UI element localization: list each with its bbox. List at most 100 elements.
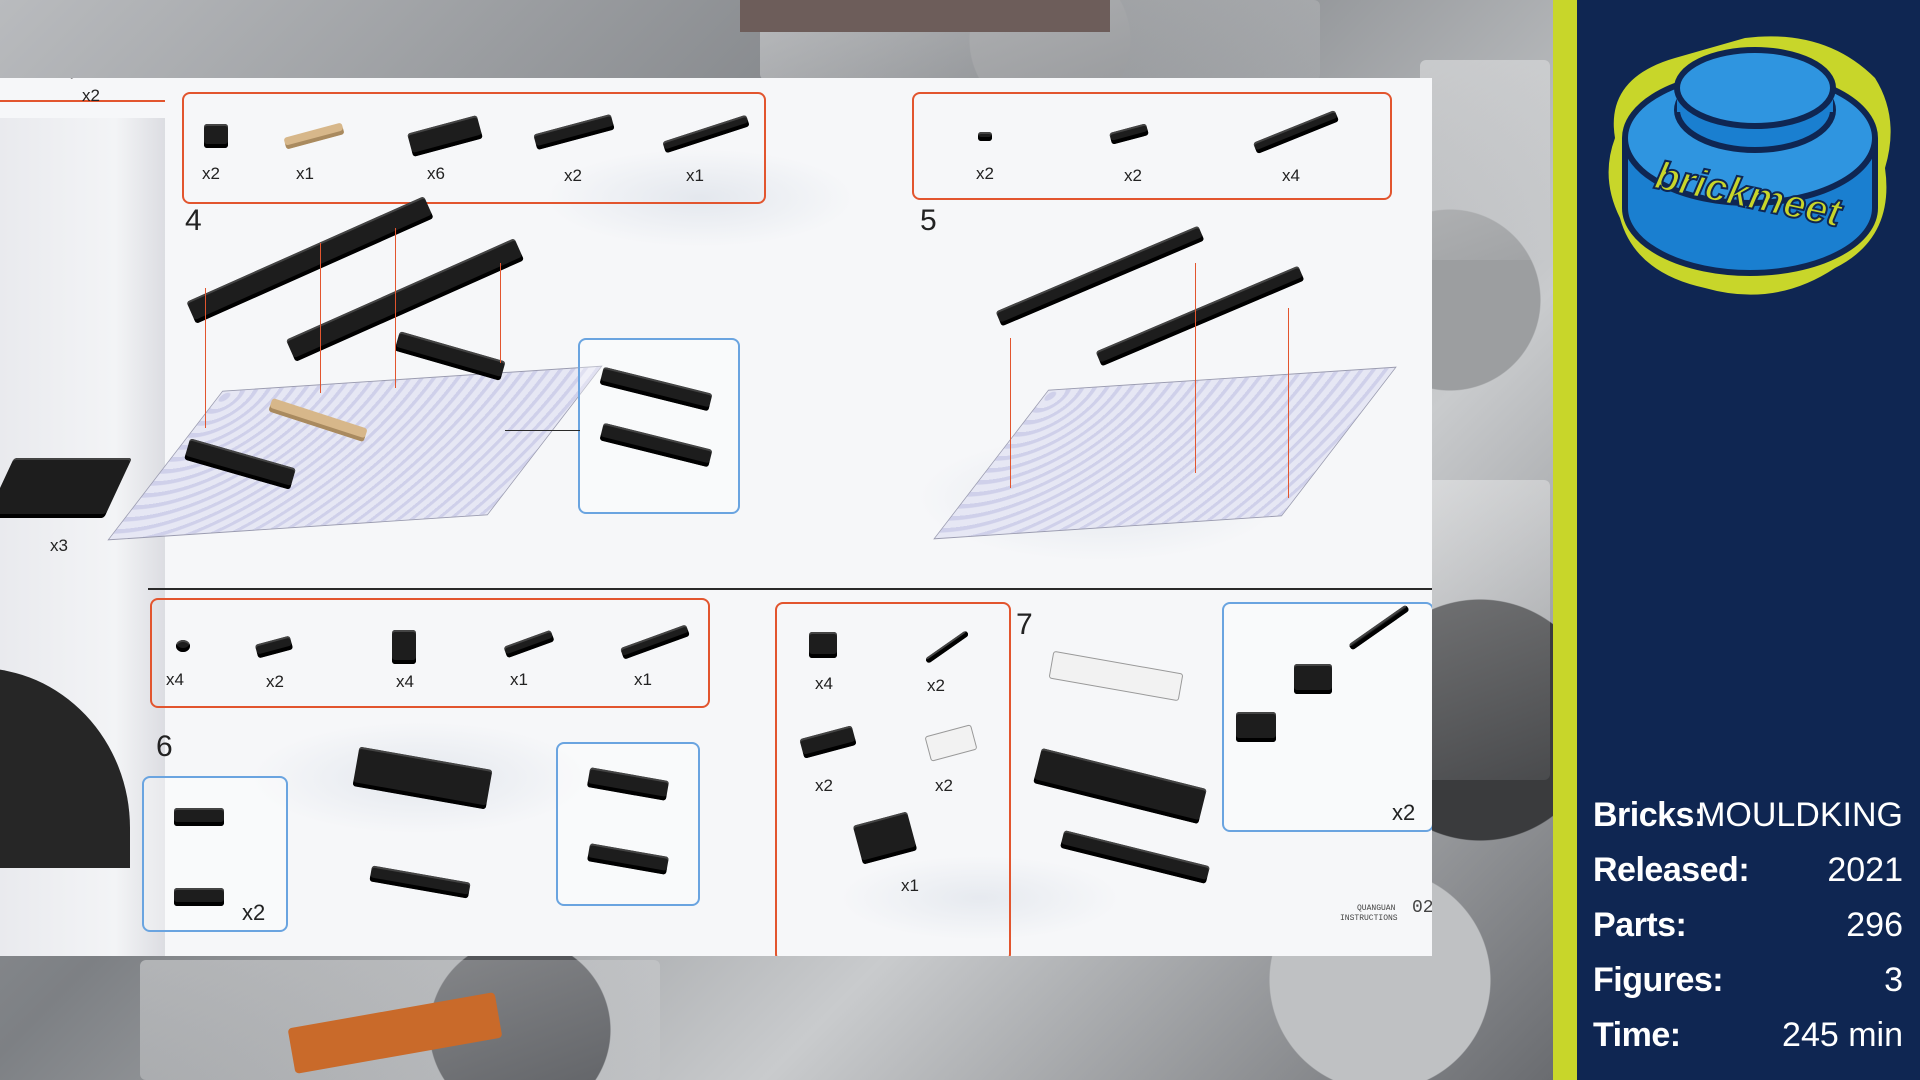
info-value: MOULDKING xyxy=(1697,796,1903,834)
part-plate xyxy=(503,629,555,659)
callout-multiplier: x2 xyxy=(242,900,266,925)
divider-left xyxy=(0,100,165,102)
part-axle xyxy=(924,630,970,664)
step6-plate xyxy=(369,865,471,899)
info-row-time: Time: 245 min xyxy=(1593,1016,1903,1064)
guide-line xyxy=(1195,263,1196,473)
callout-plate xyxy=(599,422,713,468)
part-qty: x4 xyxy=(1282,166,1300,185)
info-label: Parts: xyxy=(1593,906,1687,944)
step-number: 4 xyxy=(185,204,202,237)
step6-callout-right xyxy=(556,742,700,906)
step6-callout-left: x2 xyxy=(142,776,288,932)
part-qty: x2 xyxy=(976,164,994,183)
part-bracket xyxy=(392,630,416,664)
step4-plate xyxy=(394,331,506,381)
part-tan-plate xyxy=(283,122,345,150)
brand-small: QUANGUAN xyxy=(1357,904,1396,913)
info-row-parts: Parts: 296 xyxy=(1593,906,1903,954)
part-round xyxy=(176,640,190,652)
part-qty: x1 xyxy=(901,876,919,895)
plastic-bag xyxy=(1420,60,1550,260)
cardboard-sheet xyxy=(740,0,1110,32)
info-label: Released: xyxy=(1593,851,1750,889)
brickmeet-logo-icon: brickmeet xyxy=(1608,36,1891,295)
part-plate xyxy=(533,113,615,151)
part-plate xyxy=(254,635,294,659)
info-label: Time: xyxy=(1593,1016,1681,1054)
part-qty: x4 xyxy=(166,670,184,689)
callout-plate xyxy=(599,366,713,412)
step7-parts-box: x4 x2 x2 x2 x1 xyxy=(775,602,1011,956)
part-qty: x6 xyxy=(427,164,445,183)
guide-line xyxy=(320,243,321,393)
part-qty: x2 xyxy=(815,776,833,795)
part-qty: x4 xyxy=(396,672,414,691)
step7-brick-row xyxy=(1033,747,1207,825)
part-tile xyxy=(924,724,978,762)
info-label: Figures: xyxy=(1593,961,1724,999)
callout-bracket xyxy=(586,767,670,801)
guide-line xyxy=(1288,308,1289,498)
part-qty: x1 xyxy=(296,164,314,183)
part-tile xyxy=(978,132,992,141)
step5-long-plate xyxy=(1095,265,1305,367)
product-photo: x2 x3 x2 x1 x6 x2 x1 x2 x2 x4 4 5 xyxy=(0,0,1553,1080)
left-qty: x3 xyxy=(50,536,68,555)
part-qty: x2 xyxy=(935,776,953,795)
callout-plate xyxy=(174,808,224,826)
info-label: Bricks: xyxy=(1593,796,1705,834)
callout-plate xyxy=(174,888,224,906)
info-value: 245 min xyxy=(1782,1016,1903,1054)
step7-plate xyxy=(1060,830,1210,884)
part-qty: x2 xyxy=(927,676,945,695)
part-long-plate xyxy=(662,114,750,154)
part-plate xyxy=(1109,123,1149,145)
step5-baseplate xyxy=(933,366,1397,540)
info-value: 3 xyxy=(1884,961,1903,999)
callout-multiplier: x2 xyxy=(1392,800,1416,825)
part-brick xyxy=(809,632,837,658)
guide-line xyxy=(500,263,501,363)
callout-axle xyxy=(1348,604,1410,651)
step-number: 5 xyxy=(920,204,937,237)
info-row-figures: Figures: 3 xyxy=(1593,961,1903,1009)
part-qty: x2 xyxy=(1124,166,1142,185)
info-panel: brickmeet Bricks: MOULDKING Released: 20… xyxy=(1553,0,1920,1080)
step5-long-plate xyxy=(995,225,1205,327)
info-row-released: Released: 2021 xyxy=(1593,851,1903,899)
part-large-brick xyxy=(852,811,918,865)
part-qty: x1 xyxy=(634,670,652,689)
left-plate xyxy=(63,78,142,80)
part-qty: x2 xyxy=(202,164,220,183)
step7-tile xyxy=(1048,650,1184,702)
callout-brick xyxy=(1294,664,1332,694)
part-long-plate xyxy=(620,624,690,660)
page-number: 02 xyxy=(1412,898,1434,918)
step-number: 6 xyxy=(156,730,173,763)
step4-callout xyxy=(578,338,740,514)
guide-line xyxy=(1010,338,1011,488)
part-qty: x2 xyxy=(564,166,582,185)
left-qty: x2 xyxy=(82,86,100,105)
guide-line xyxy=(395,228,396,388)
step7-callout: x2 xyxy=(1222,602,1432,832)
info-row-bricks: Bricks: MOULDKING xyxy=(1593,796,1903,844)
accent-stripe xyxy=(1553,0,1577,1080)
step5-parts-box: x2 x2 x4 xyxy=(912,92,1392,200)
part-qty: x4 xyxy=(815,674,833,693)
info-value: 296 xyxy=(1846,906,1903,944)
part-long-brick xyxy=(407,115,483,157)
part-qty: x2 xyxy=(266,672,284,691)
callout-brick xyxy=(1236,712,1276,742)
part-plate xyxy=(799,725,857,759)
part-brick xyxy=(204,124,228,148)
callout-plate xyxy=(587,843,669,875)
section-divider xyxy=(148,588,1432,590)
part-long-plate xyxy=(1252,109,1340,155)
step4-baseplate xyxy=(107,365,603,541)
part-qty: x1 xyxy=(510,670,528,689)
instruction-manual: x2 x3 x2 x1 x6 x2 x1 x2 x2 x4 4 5 xyxy=(0,78,1432,956)
step6-parts-box: x4 x2 x4 x1 x1 xyxy=(150,598,710,708)
info-value: 2021 xyxy=(1827,851,1903,889)
